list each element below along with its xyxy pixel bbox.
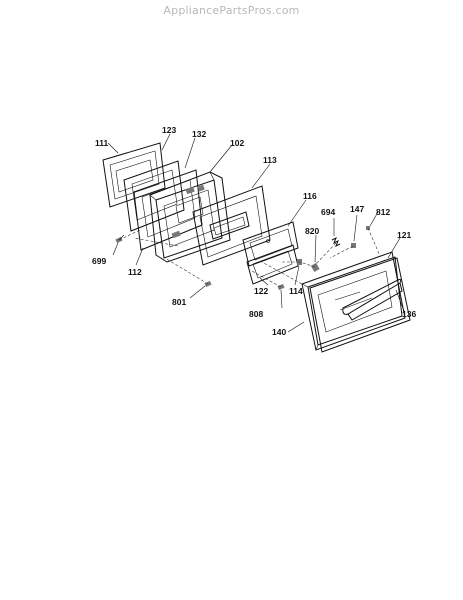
label-820: 820: [305, 226, 319, 236]
label-147: 147: [350, 204, 364, 214]
label-140: 140: [272, 327, 286, 337]
part-140-outer-panel: [301, 251, 406, 351]
label-114: 114: [289, 286, 303, 296]
part-820-spacer: [310, 262, 320, 272]
part-113-panel: [192, 185, 271, 266]
label-113: 113: [263, 155, 277, 165]
label-808: 808: [249, 309, 263, 319]
part-122-glass: [246, 244, 299, 285]
part-111-rear-frame: [102, 142, 166, 208]
part-694-spring: [331, 236, 341, 248]
part-102-door-liner: [149, 171, 231, 263]
part-147-screw: [351, 243, 356, 248]
watermark-text: AppliancePartsPros.com: [163, 4, 300, 17]
part-labels: 111 123 132 102 113 116 694 147 812 820 …: [92, 125, 416, 337]
label-111: 111: [95, 138, 109, 148]
label-122: 122: [254, 286, 268, 296]
leader-lines: [107, 133, 405, 333]
label-123: 123: [162, 125, 176, 135]
part-136-handle: [342, 278, 403, 321]
label-801: 801: [172, 297, 186, 307]
label-699: 699: [92, 256, 106, 266]
part-699-screw: [115, 234, 125, 244]
assembly-lines: [118, 227, 381, 288]
label-102: 102: [230, 138, 244, 148]
label-132: 132: [192, 129, 206, 139]
part-132-frame: [133, 169, 203, 251]
label-116: 116: [303, 191, 317, 201]
label-136: 136: [402, 309, 416, 319]
part-123-glass: [123, 160, 185, 232]
label-112: 112: [128, 267, 142, 277]
part-116-window-frame: [242, 221, 299, 267]
label-121: 121: [397, 230, 411, 240]
part-121-outer-glass: [309, 257, 411, 353]
label-694: 694: [321, 207, 335, 217]
label-812: 812: [376, 207, 390, 217]
